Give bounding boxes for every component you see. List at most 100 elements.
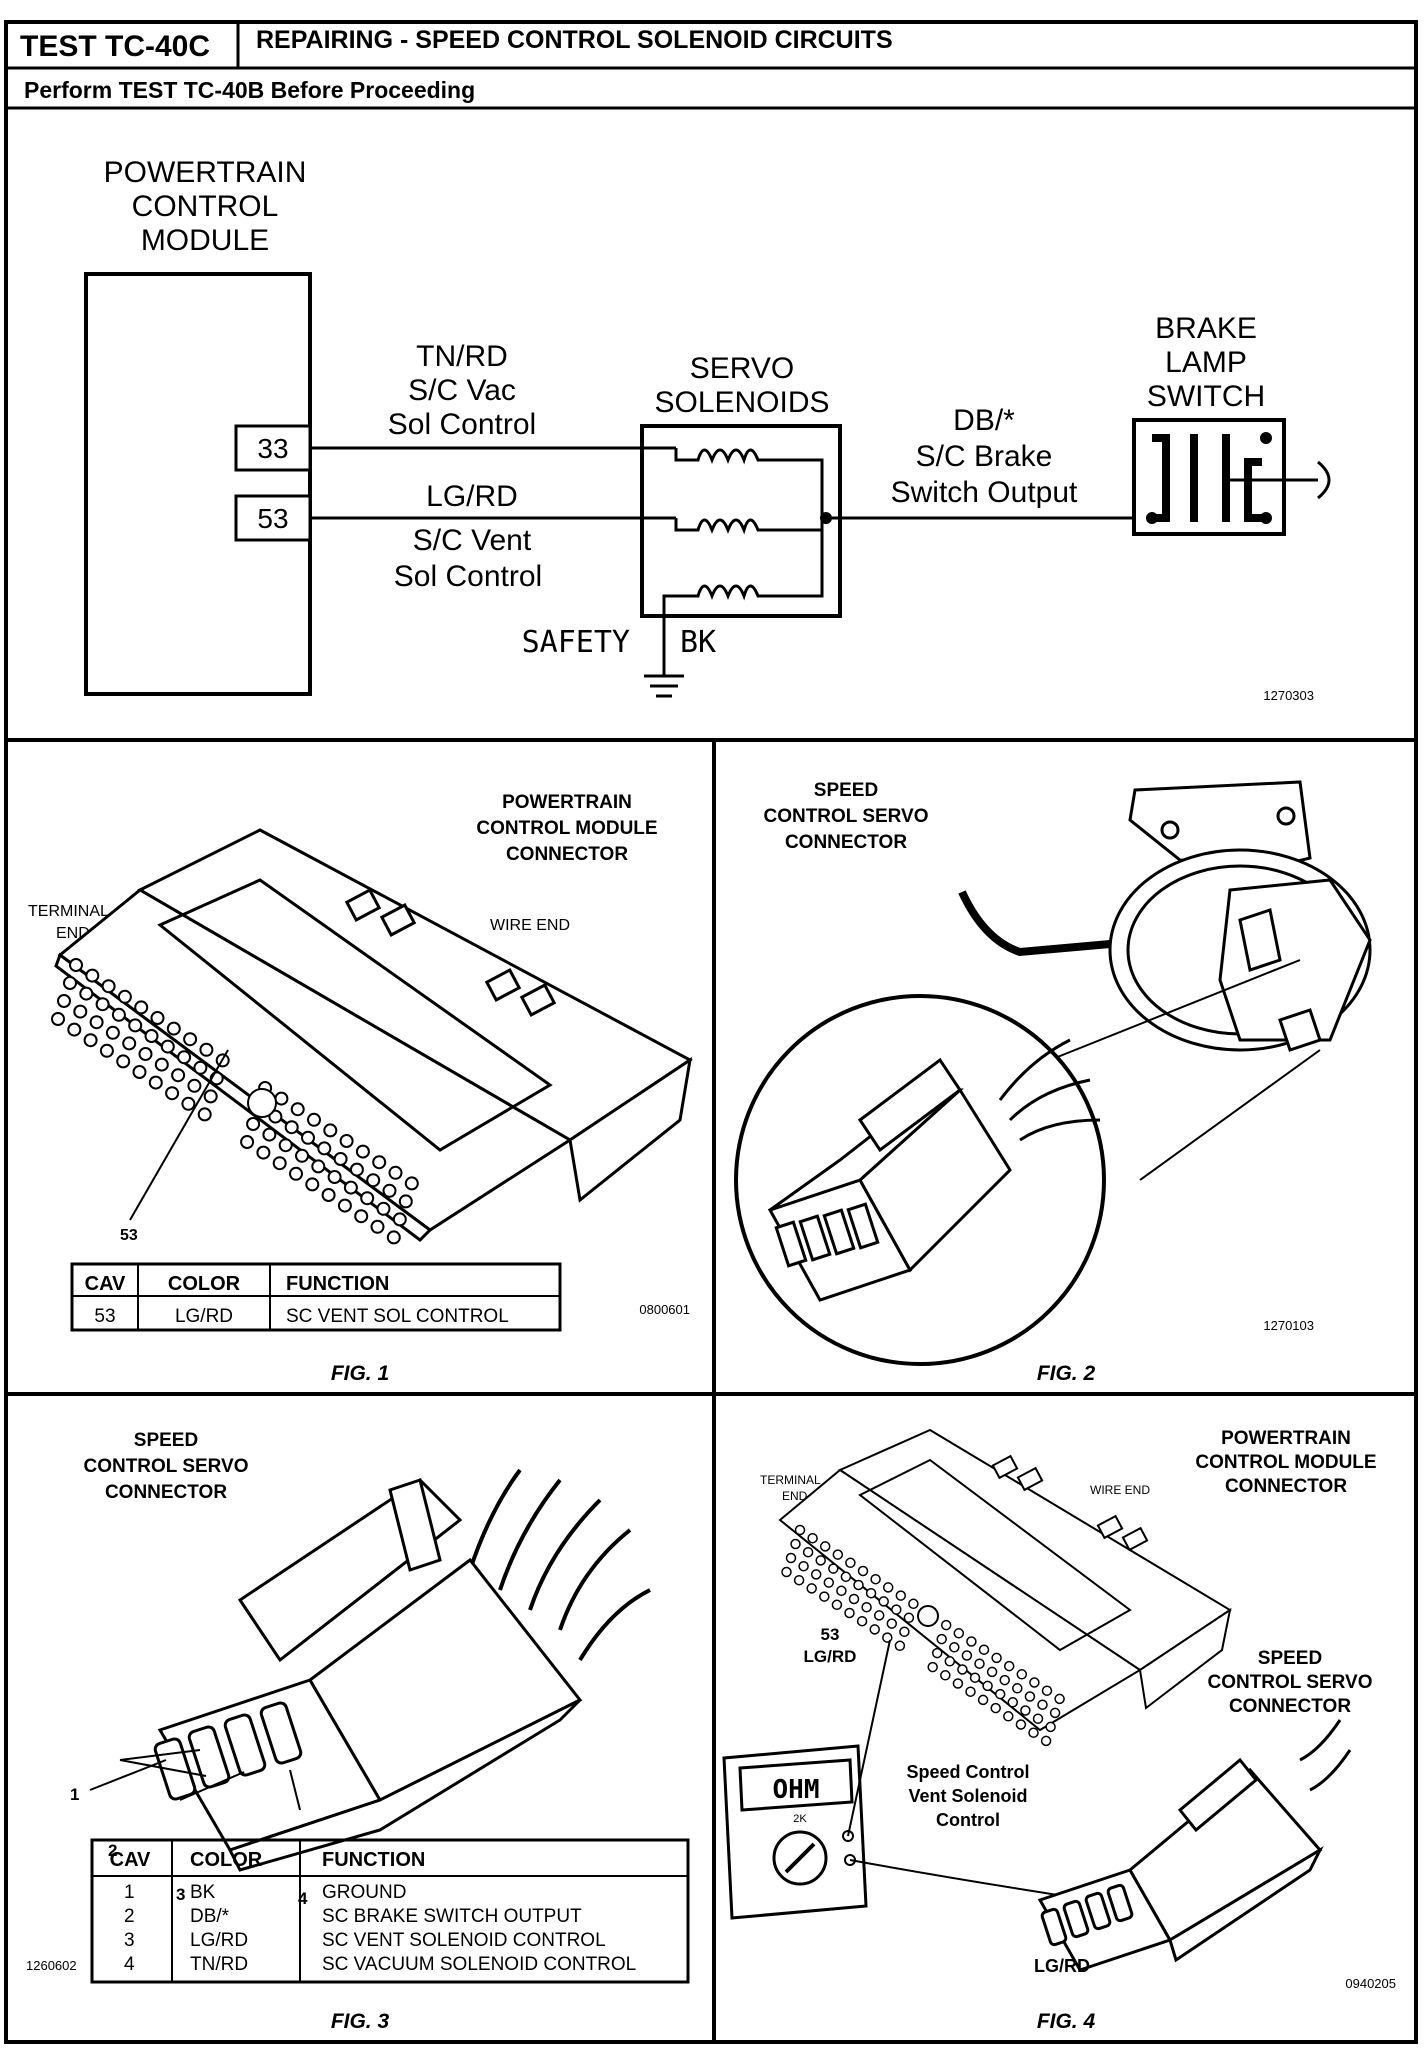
fig4-bottom-label: LG/RD: [1034, 1956, 1090, 1976]
connector-pin: [793, 1574, 805, 1586]
fig1-label: POWERTRAIN CONTROL MODULE CONNECTOR: [476, 792, 657, 865]
fig3-ref: 1260602: [26, 1958, 77, 1973]
wire-top-function: Sol Control: [388, 408, 536, 441]
fig1-table: CAV COLOR FUNCTION 53 LG/RD SC VENT SOL …: [70, 1262, 562, 1332]
connector-pin: [974, 1658, 985, 1669]
connector-pin: [321, 1188, 336, 1202]
servo-label: SERVO SOLENOIDS: [654, 352, 829, 419]
fig1-terminal-line-1: TERMINAL: [28, 903, 109, 920]
connector-pin: [366, 1173, 381, 1188]
fig3-label-line-2: CONTROL SERVO: [83, 1456, 248, 1477]
connector-pin: [1015, 1719, 1027, 1730]
brake-wire-name: S/C Brake: [916, 440, 1053, 473]
connector-pin: [965, 1686, 976, 1697]
fig3-th-cav: CAV: [110, 1849, 151, 1871]
wiring-schematic: POWERTRAIN CONTROL MODULE 33 53 TN/RD S/…: [84, 156, 1331, 703]
fig3-table-rows: 1 BK GROUND 2 DB/* SC BRAKE SWITCH OUTPU…: [124, 1882, 636, 1975]
fig1-th-cav: CAV: [85, 1273, 126, 1295]
connector-pin: [165, 1086, 180, 1101]
connector-pin: [785, 1552, 797, 1564]
pcm-label-line-2: CONTROL: [132, 190, 279, 223]
fig4-pcm-connector: [778, 1428, 1232, 1732]
connector-pin: [1054, 1693, 1065, 1705]
fig3-th-function: FUNCTION: [322, 1849, 425, 1871]
connector-pin: [63, 976, 77, 990]
connector-pin: [823, 1577, 835, 1588]
fig1-label-line-3: CONNECTOR: [506, 844, 628, 865]
connector-pin: [882, 1582, 894, 1593]
connector-pin: [908, 1598, 919, 1610]
connector-pin: [117, 989, 132, 1004]
fig4-test-line-2: Vent Solenoid: [908, 1786, 1027, 1806]
fig1-td-color: LG/RD: [175, 1306, 233, 1327]
connector-pin: [957, 1664, 968, 1675]
connector-pin: [355, 1144, 370, 1159]
connector-pin: [193, 1060, 208, 1075]
connector-pin: [289, 1166, 303, 1181]
fig3-row1-function: GROUND: [322, 1882, 406, 1903]
connector-pin: [89, 1015, 104, 1030]
fig3-row1-cav: 1: [124, 1882, 135, 1903]
connector-pin: [1029, 1677, 1040, 1688]
connector-pin: [1028, 1727, 1039, 1738]
connector-pin: [290, 1102, 305, 1117]
fig3-callout-4: 4: [298, 1889, 308, 1908]
connector-pin: [810, 1569, 822, 1580]
fig3-table-border: [90, 1838, 690, 1984]
connector-pin: [853, 1579, 864, 1591]
fig2-caption: FIG. 2: [1037, 1362, 1096, 1385]
connector-pin: [828, 1563, 839, 1574]
fig2-servo: [1108, 780, 1372, 1052]
fig4-servo-wires: [1299, 1719, 1352, 1792]
fig3-panel: SPEED CONTROL SERVO CONNECTOR: [26, 1430, 690, 2033]
fig4-servo-label: SPEED CONTROL SERVO CONNECTOR: [1207, 1648, 1372, 1717]
connector-pin: [256, 1145, 271, 1160]
fig1-callout-line: [129, 1049, 229, 1221]
connector-pin: [1007, 1697, 1019, 1708]
connector-pin: [51, 1012, 65, 1026]
brake-terminal-3: [1260, 512, 1272, 524]
connector-pin: [940, 1619, 952, 1631]
fig4-test-line-3: Control: [936, 1810, 1000, 1830]
connector-pin: [177, 1050, 192, 1065]
connector-pin: [966, 1636, 977, 1647]
ohmmeter-dial-pointer: [784, 1842, 816, 1874]
connector-pin: [337, 1198, 352, 1213]
brake-label-line-3: SWITCH: [1147, 380, 1265, 413]
fig4-polarizer-hole: [917, 1605, 939, 1627]
fig1-label-line-2: CONTROL MODULE: [476, 818, 657, 839]
connector-pin: [895, 1590, 907, 1601]
fig4-servo-label-line-2: CONTROL SERVO: [1207, 1672, 1372, 1693]
connector-pin: [386, 1230, 401, 1245]
connector-pin: [961, 1650, 973, 1661]
fig1-callout: 53: [120, 1227, 138, 1244]
connector-pin: [882, 1632, 893, 1643]
connector-pin: [171, 1068, 186, 1083]
connector-pin: [240, 1135, 255, 1149]
connector-pin: [99, 1043, 114, 1058]
fig3-label: SPEED CONTROL SERVO CONNECTOR: [83, 1430, 248, 1503]
fig3-row2-cav: 2: [124, 1906, 135, 1927]
connector-pin: [166, 1021, 181, 1036]
connector-pin: [869, 1624, 880, 1635]
fig3-callout-3: 3: [176, 1885, 185, 1904]
connector-pin: [360, 1191, 375, 1206]
connector-pin: [134, 1000, 149, 1015]
connector-pin: [845, 1557, 856, 1569]
fig4-caption: FIG. 4: [1037, 2010, 1096, 2033]
connector-pin: [836, 1585, 847, 1597]
connector-pin: [790, 1538, 801, 1550]
connector-pin: [181, 1096, 196, 1111]
wire-top-color: TN/RD: [416, 340, 508, 373]
ohmmeter-range: 2K: [793, 1813, 807, 1825]
connector-pin: [936, 1633, 947, 1645]
connector-pin: [848, 1593, 860, 1605]
connector-pin: [354, 1209, 369, 1224]
page-frame: [4, 20, 1418, 2044]
connector-pin: [806, 1583, 817, 1594]
connector-pin: [376, 1201, 391, 1216]
fig4-servo-label-line-1: SPEED: [1258, 1648, 1322, 1669]
connector-pin: [1041, 1685, 1053, 1696]
brake-switch-label: BRAKE LAMP SWITCH: [1147, 312, 1265, 413]
